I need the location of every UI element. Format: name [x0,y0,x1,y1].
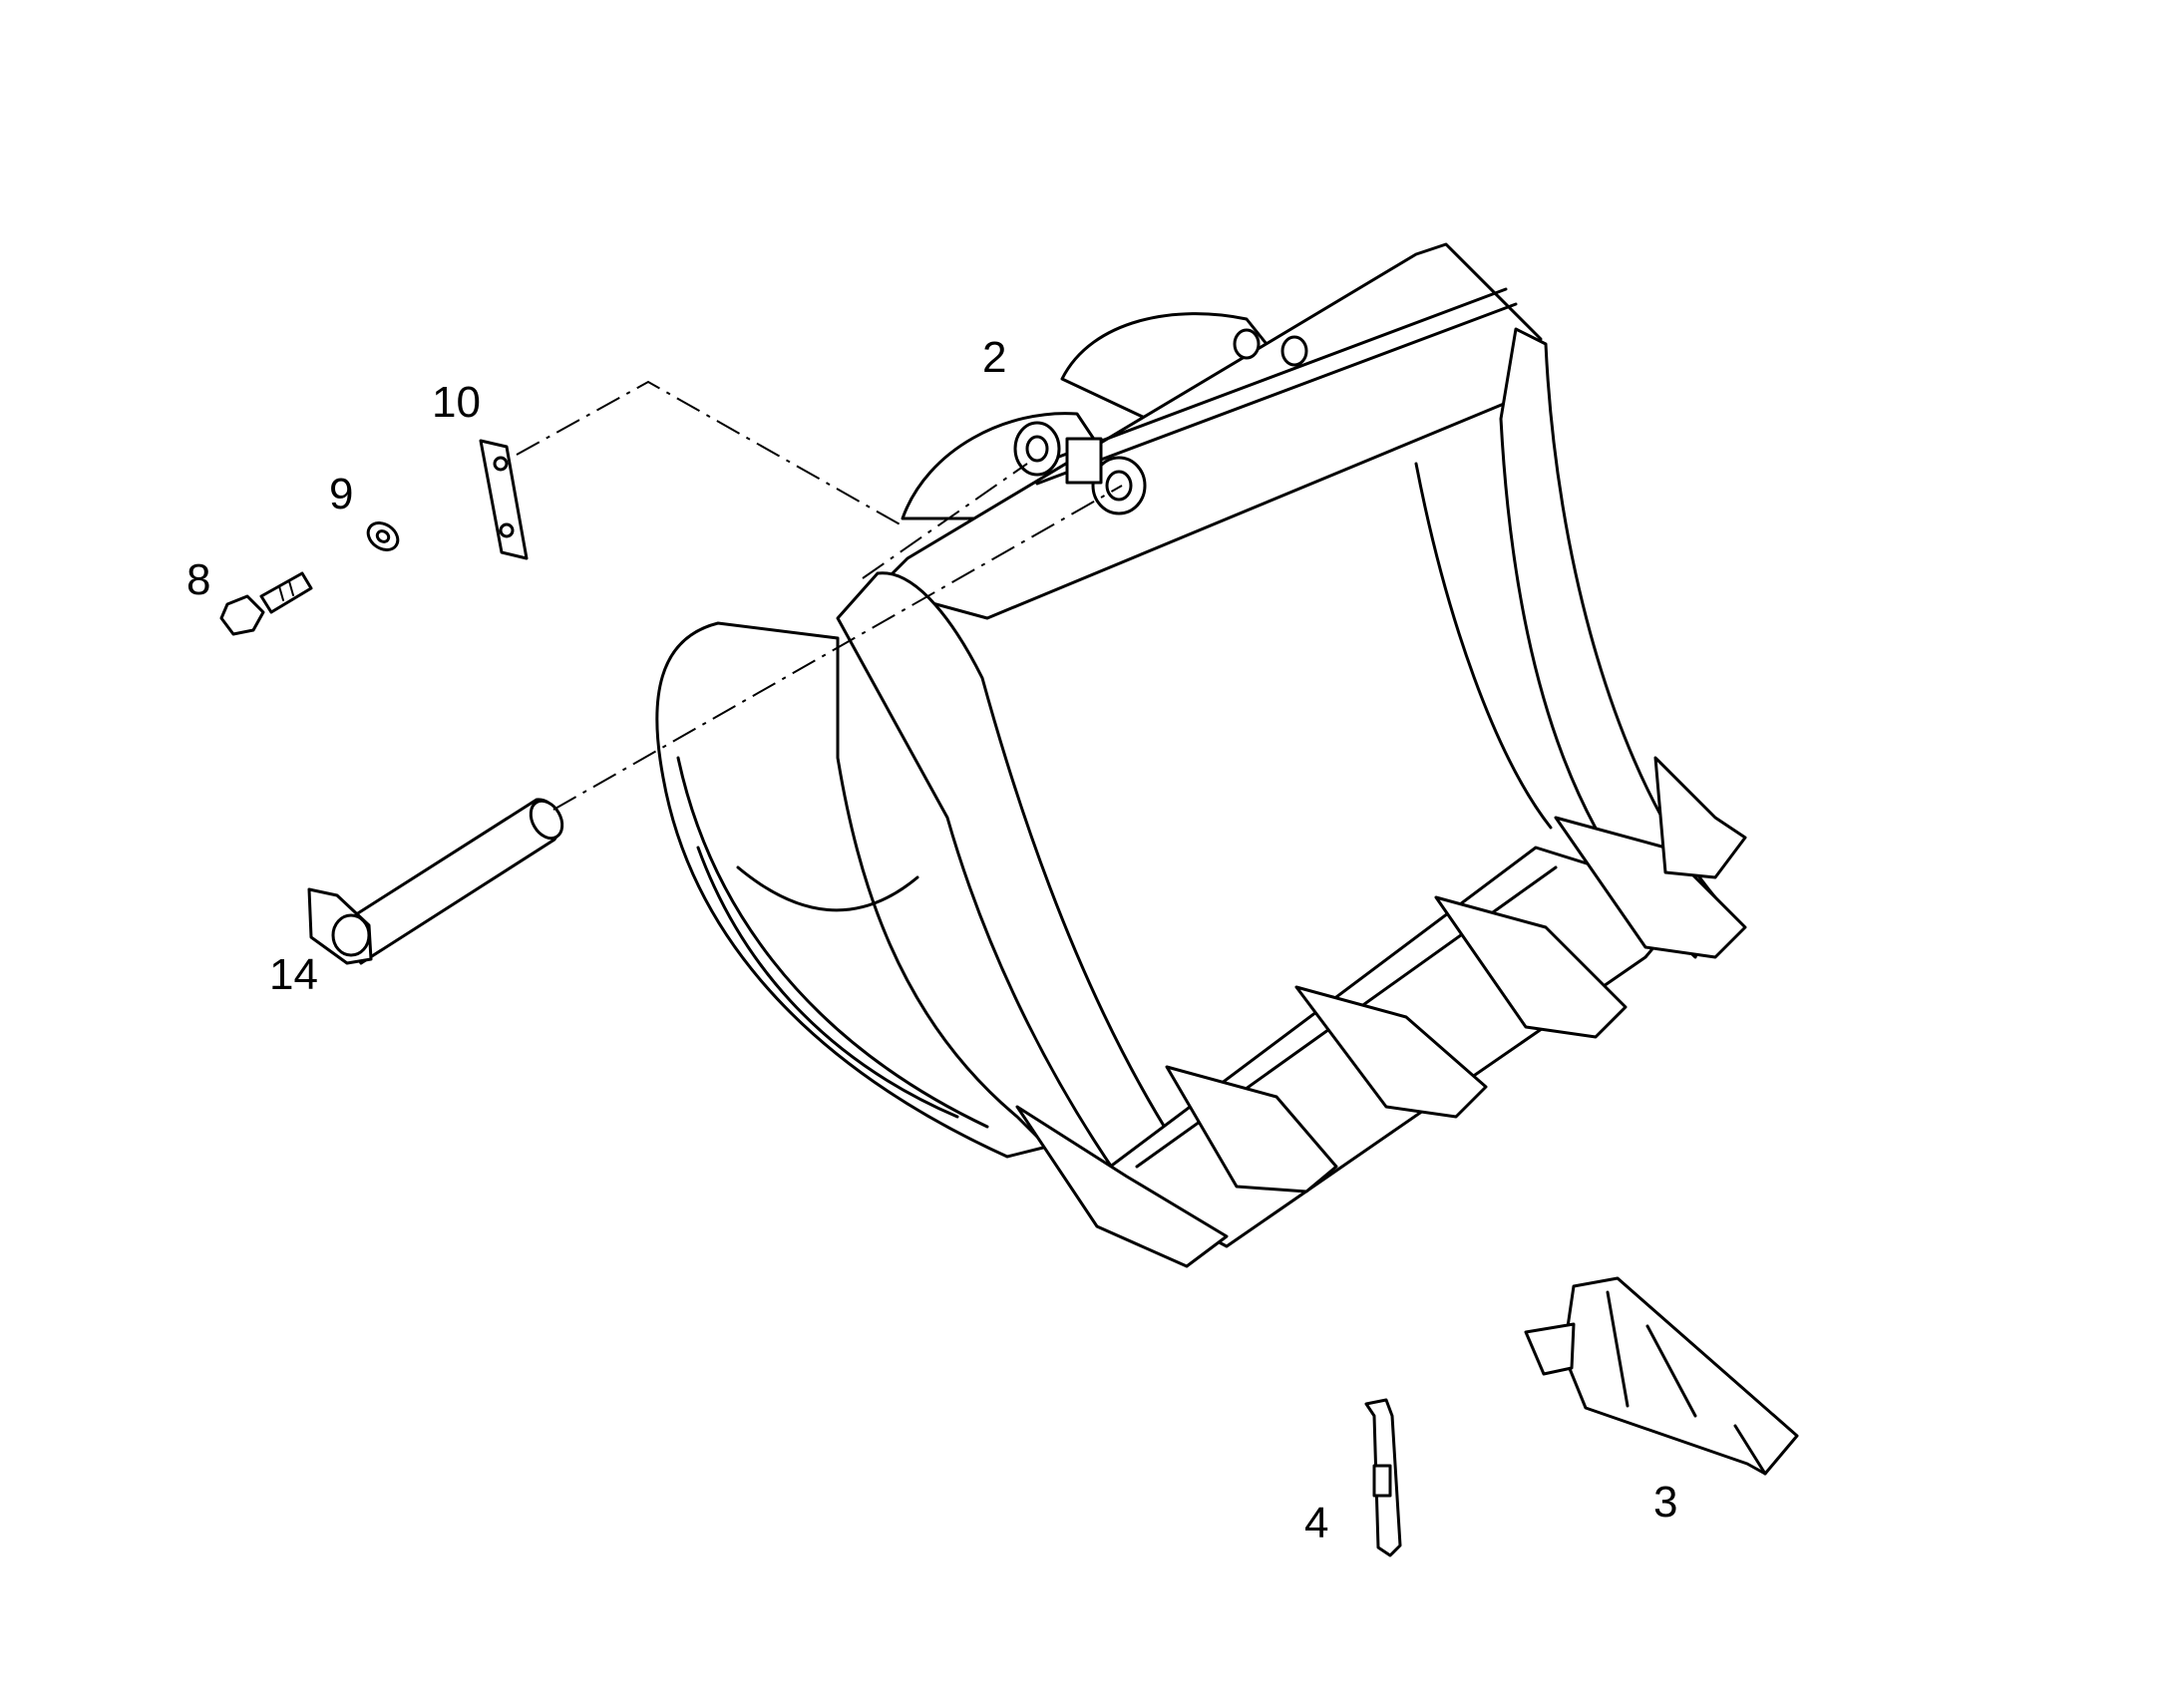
callout-8: 8 [186,555,210,604]
washer-part [366,521,400,551]
callout-10: 10 [432,378,481,427]
assembly-lines [516,380,1123,811]
callout-2: 2 [982,333,1006,382]
callout-4: 4 [1304,1499,1328,1547]
pin-part [307,798,564,965]
bucket-part [655,242,1747,1268]
callout-3: 3 [1653,1478,1677,1527]
bolt-part [219,571,313,636]
callout-9: 9 [329,470,353,518]
callout-14: 14 [269,950,318,999]
plate-part [479,439,529,560]
pin-lock-part [1364,1398,1402,1557]
tooth-part [1524,1276,1799,1476]
